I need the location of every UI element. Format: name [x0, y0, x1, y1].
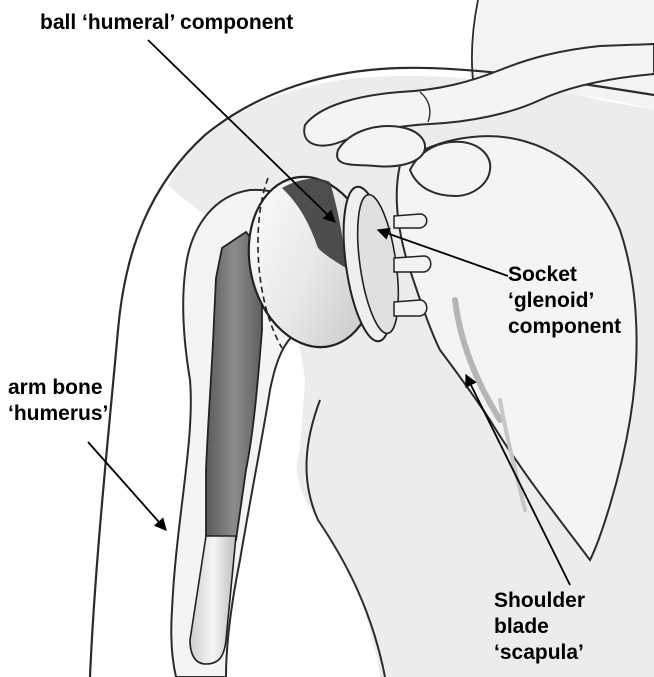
glenoid-peg-2 [394, 256, 431, 272]
label-arm-line-1: arm bone [8, 375, 108, 401]
glenoid-peg-1 [394, 214, 427, 228]
label-ball-humeral-component: ball ‘humeral’ component [40, 10, 293, 36]
label-arm-line-2: ‘humerus’ [8, 401, 108, 427]
glenoid-peg-3 [394, 300, 427, 316]
label-shoulder-line-1: Shoulder [494, 588, 585, 614]
label-arm-bone-humerus: arm bone ‘humerus’ [8, 375, 108, 427]
pointer-arm-bone [88, 442, 166, 530]
label-shoulder-blade-scapula: Shoulder blade ‘scapula’ [494, 588, 585, 666]
label-socket-line-3: component [508, 314, 621, 340]
label-ball-line: ball ‘humeral’ component [40, 10, 293, 36]
label-shoulder-line-3: ‘scapula’ [494, 640, 585, 666]
label-socket-line-1: Socket [508, 262, 621, 288]
label-socket-glenoid-component: Socket ‘glenoid’ component [508, 262, 621, 340]
label-shoulder-line-2: blade [494, 614, 585, 640]
label-socket-line-2: ‘glenoid’ [508, 288, 621, 314]
